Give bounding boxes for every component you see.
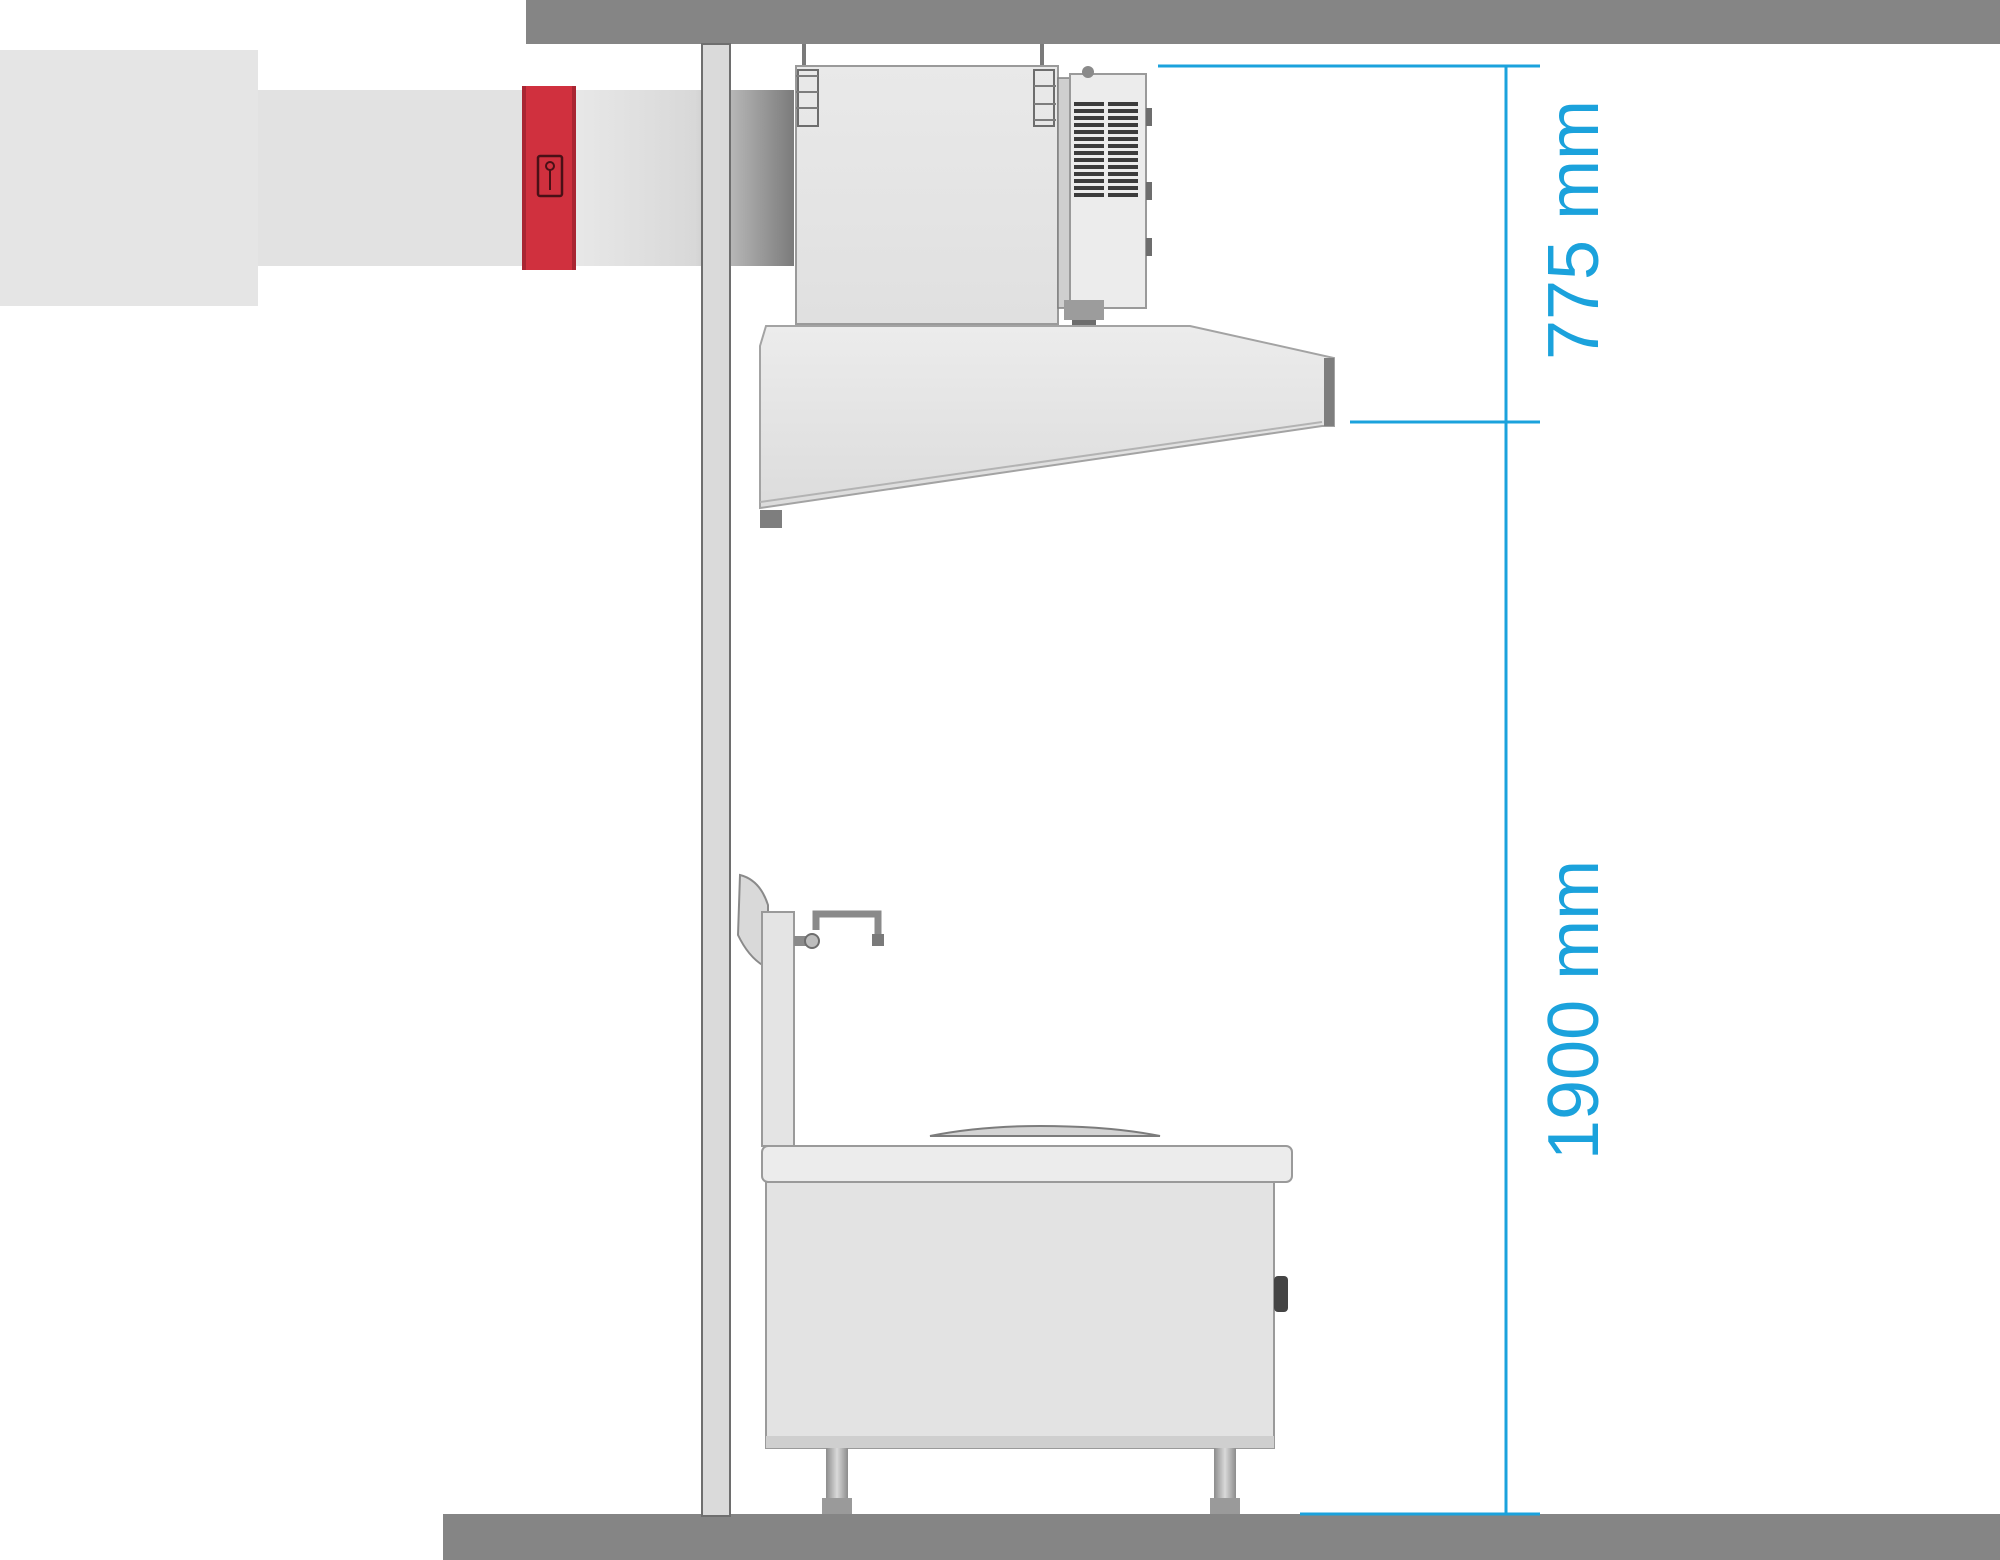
grille-louver bbox=[1108, 158, 1138, 162]
wall-column bbox=[701, 43, 731, 1517]
faucet-icon bbox=[794, 910, 884, 949]
grille-louver bbox=[1074, 158, 1104, 162]
grille-louver bbox=[1108, 102, 1138, 106]
grille-louver bbox=[1108, 144, 1138, 148]
fan-vent-grille-icon bbox=[1074, 102, 1138, 197]
grille-louver bbox=[1108, 193, 1138, 197]
grille-louver bbox=[1074, 165, 1104, 169]
grille-louver bbox=[1108, 172, 1138, 176]
grille-louver bbox=[1108, 116, 1138, 120]
grille-louver bbox=[1074, 130, 1104, 134]
grille-louver bbox=[1074, 109, 1104, 113]
dimension-label-floor-to-hood: 1900 mm bbox=[1534, 860, 1614, 1160]
grille-louver bbox=[1108, 123, 1138, 127]
grille-louver bbox=[1108, 151, 1138, 155]
exhaust-duct bbox=[0, 50, 794, 306]
cooking-range bbox=[736, 873, 1293, 1514]
exhaust-fan-unit bbox=[795, 44, 1152, 326]
grille-louver bbox=[1074, 123, 1104, 127]
grille-louver bbox=[1108, 165, 1138, 169]
dimension-lines bbox=[1158, 64, 1540, 1516]
grille-louver bbox=[1074, 137, 1104, 141]
floor-slab bbox=[443, 1514, 2000, 1560]
grille-louver bbox=[1108, 186, 1138, 190]
grille-louver bbox=[1074, 193, 1104, 197]
ceiling-slab bbox=[526, 0, 2000, 44]
grille-louver bbox=[1074, 151, 1104, 155]
grille-louver bbox=[1108, 109, 1138, 113]
grease-drain bbox=[760, 510, 782, 528]
grille-louver bbox=[1074, 102, 1104, 106]
damper-handle-icon bbox=[536, 154, 564, 198]
grille-louver bbox=[1108, 137, 1138, 141]
grille-louver bbox=[1108, 179, 1138, 183]
grille-louver bbox=[1108, 130, 1138, 134]
exhaust-hood bbox=[759, 325, 1335, 528]
dimension-label-hood-to-ceiling: 775 mm bbox=[1534, 100, 1614, 360]
grille-louver bbox=[1074, 179, 1104, 183]
fire-damper bbox=[522, 86, 576, 270]
grille-louver bbox=[1074, 116, 1104, 120]
grille-louver bbox=[1074, 186, 1104, 190]
grille-louver bbox=[1074, 144, 1104, 148]
grille-louver bbox=[1074, 172, 1104, 176]
